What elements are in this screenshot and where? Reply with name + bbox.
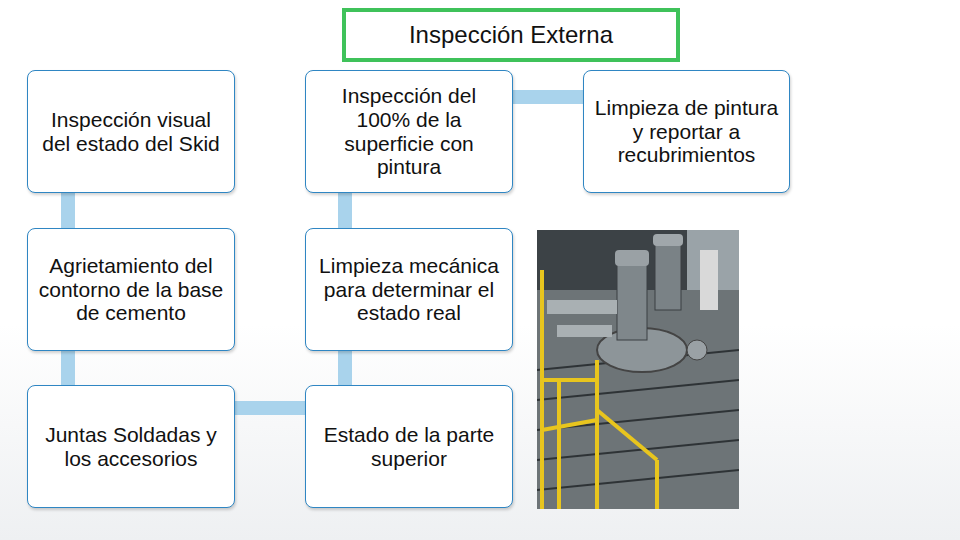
- box-text: Juntas Soldadas y los accesorios: [36, 423, 226, 470]
- box-text: Inspección del 100% de la superficie con…: [314, 84, 504, 179]
- connector-bar: [338, 193, 352, 228]
- box-text: Limpieza mecánica para determinar el est…: [314, 254, 504, 325]
- connector-bar: [513, 90, 583, 104]
- process-box: Limpieza mecánica para determinar el est…: [305, 228, 513, 351]
- process-box: Estado de la parte superior: [305, 385, 513, 508]
- connector-bar: [61, 193, 75, 228]
- process-box: Limpieza de pintura y reportar a recubri…: [583, 70, 790, 193]
- box-text: Inspección visual del estado del Skid: [36, 108, 226, 155]
- connector-bar: [338, 351, 352, 385]
- connector-bar: [235, 401, 305, 415]
- process-box: Juntas Soldadas y los accesorios: [27, 385, 235, 508]
- equipment-photo: [537, 230, 739, 509]
- connector-bar: [61, 351, 75, 385]
- box-text: Limpieza de pintura y reportar a recubri…: [592, 96, 781, 167]
- process-box: Inspección visual del estado del Skid: [27, 70, 235, 193]
- box-text: Estado de la parte superior: [314, 423, 504, 470]
- title-box: Inspección Externa: [342, 8, 680, 62]
- box-text: Agrietamiento del contorno de la base de…: [36, 254, 226, 325]
- process-box: Agrietamiento del contorno de la base de…: [27, 228, 235, 351]
- process-box: Inspección del 100% de la superficie con…: [305, 70, 513, 193]
- title-text: Inspección Externa: [409, 21, 613, 49]
